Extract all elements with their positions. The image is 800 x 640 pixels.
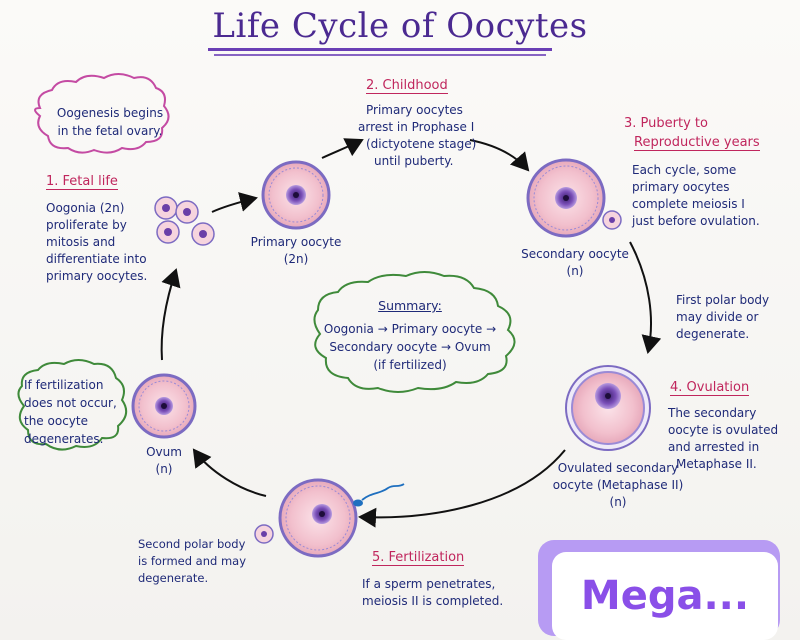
ovum-label-line: Ovum bbox=[146, 445, 182, 459]
fetal-line: proliferate by bbox=[46, 218, 127, 232]
no-fertilization-cloud bbox=[17, 359, 128, 451]
arrow-ovulation-to-fertilization bbox=[358, 449, 566, 528]
stage-fetal-text: Oogonia (2n) proliferate by mitosis and … bbox=[46, 200, 166, 285]
summary-title: Summary: bbox=[378, 298, 442, 313]
primary-label-line: Primary oocyte bbox=[250, 235, 342, 249]
ovulated-oocyte-cell bbox=[565, 365, 651, 451]
ovum-cell bbox=[131, 373, 197, 439]
fetal-line: primary oocytes. bbox=[46, 269, 148, 283]
polar-line: degenerate. bbox=[676, 327, 750, 341]
second-polar-body-text: Second polar body is formed and may dege… bbox=[138, 536, 268, 587]
no-fert-line: the oocyte bbox=[24, 414, 88, 428]
ovum-label-line: (n) bbox=[155, 462, 173, 476]
stage-fertilization-text: If a sperm penetrates, meiosis II is com… bbox=[362, 576, 532, 610]
childhood-line: until puberty. bbox=[374, 154, 454, 168]
ovulation-line: The secondary bbox=[668, 406, 757, 420]
ovulation-line: and arrested in bbox=[668, 440, 760, 454]
puberty-line: Each cycle, some bbox=[632, 163, 737, 177]
ovulated-label-line: (n) bbox=[609, 495, 627, 509]
arrow-fertilization-to-ovum bbox=[192, 448, 267, 497]
summary-cloud bbox=[313, 271, 516, 393]
title-underline bbox=[208, 48, 552, 51]
arrow-primary-to-childhood bbox=[321, 138, 364, 159]
secondary-label-line: Secondary oocyte bbox=[521, 247, 629, 261]
fertilized-oocyte-cell bbox=[254, 478, 358, 558]
secondary-label-line: (n) bbox=[566, 264, 584, 278]
oogonia-cluster bbox=[154, 196, 215, 246]
childhood-line: Primary oocytes bbox=[366, 103, 463, 117]
ovum-label: Ovum (n) bbox=[124, 444, 204, 478]
fetal-line: mitosis and bbox=[46, 235, 116, 249]
ovulation-line: oocyte is ovulated bbox=[668, 423, 779, 437]
note-top-line: in the fetal ovary. bbox=[57, 124, 163, 138]
primary-oocyte-cell bbox=[261, 160, 331, 230]
title-underline-second bbox=[214, 54, 546, 56]
stage-puberty-text: Each cycle, some primary oocytes complet… bbox=[632, 162, 782, 230]
no-fertilization-text: If fertilization does not occur, the ooc… bbox=[24, 376, 124, 448]
second-polar-line: Second polar body bbox=[138, 537, 246, 551]
page-title: Life Cycle of Oocytes bbox=[212, 6, 588, 46]
no-fert-line: does not occur, bbox=[24, 396, 117, 410]
puberty-line: complete meiosis I bbox=[632, 197, 745, 211]
arrow-ovum-to-fetal bbox=[160, 268, 181, 361]
puberty-line: primary oocytes bbox=[632, 180, 730, 194]
stage-childhood-text: Primary oocytes arrest in Prophase I (di… bbox=[358, 102, 508, 170]
stage-ovulation-text: The secondary oocyte is ovulated and arr… bbox=[668, 405, 796, 473]
ovulated-label-line: oocyte (Metaphase II) bbox=[552, 478, 684, 492]
puberty-heading-line: Reproductive years bbox=[634, 135, 760, 151]
stage-ovulation-heading: 4. Ovulation bbox=[670, 380, 750, 396]
summary-line: Oogonia → Primary oocyte → bbox=[323, 322, 497, 336]
mega-badge-label: Mega... bbox=[580, 573, 750, 619]
stage-childhood-heading: 2. Childhood bbox=[366, 78, 448, 94]
mega-badge[interactable]: Mega... bbox=[552, 552, 778, 640]
stage-fertilization-heading: 5. Fertilization bbox=[372, 550, 465, 566]
note-cloud-top bbox=[34, 73, 170, 154]
childhood-line: arrest in Prophase I bbox=[358, 120, 475, 134]
stage-puberty-heading: 3. Puberty to Reproductive years bbox=[624, 114, 760, 152]
arrow-fetal-to-primary bbox=[211, 192, 258, 213]
primary-oocyte-label: Primary oocyte (2n) bbox=[246, 234, 346, 268]
fertilization-line: If a sperm penetrates, bbox=[362, 577, 496, 591]
no-fert-line: degenerates. bbox=[24, 432, 104, 446]
fetal-line: differentiate into bbox=[46, 252, 147, 266]
childhood-line: (dictyotene stage) bbox=[366, 137, 477, 151]
note-top-line: Oogenesis begins bbox=[56, 106, 164, 120]
arrow-childhood-to-puberty bbox=[469, 139, 530, 172]
stage-fetal-heading: 1. Fetal life bbox=[46, 174, 118, 190]
summary-line: Secondary oocyte → Ovum bbox=[329, 340, 491, 354]
summary-text: Oogonia → Primary oocyte → Secondary ooc… bbox=[312, 320, 508, 374]
fetal-line: Oogonia (2n) bbox=[46, 201, 125, 215]
sperm-icon bbox=[353, 483, 405, 507]
note-top: Oogenesis begins in the fetal ovary. bbox=[38, 104, 182, 140]
secondary-oocyte-cell bbox=[526, 158, 622, 238]
arrow-secondary-to-ovulation bbox=[629, 241, 662, 354]
no-fert-line: If fertilization bbox=[24, 378, 104, 392]
second-polar-line: degenerate. bbox=[138, 571, 209, 585]
primary-label-line: (2n) bbox=[283, 252, 309, 266]
ovulated-label-line: Ovulated secondary bbox=[557, 461, 679, 475]
summary-line: (if fertilized) bbox=[373, 358, 447, 372]
first-polar-body-text: First polar body may divide or degenerat… bbox=[676, 292, 786, 343]
second-polar-line: is formed and may bbox=[138, 554, 247, 568]
puberty-heading-line: 3. Puberty to bbox=[624, 116, 708, 131]
polar-line: may divide or bbox=[676, 310, 759, 324]
polar-line: First polar body bbox=[676, 293, 770, 307]
secondary-oocyte-label: Secondary oocyte (n) bbox=[520, 246, 630, 280]
fertilization-line: meiosis II is completed. bbox=[362, 594, 504, 608]
puberty-line: just before ovulation. bbox=[632, 214, 760, 228]
ovulated-oocyte-label: Ovulated secondary oocyte (Metaphase II)… bbox=[548, 460, 688, 511]
ovulation-line: Metaphase II. bbox=[676, 457, 757, 471]
